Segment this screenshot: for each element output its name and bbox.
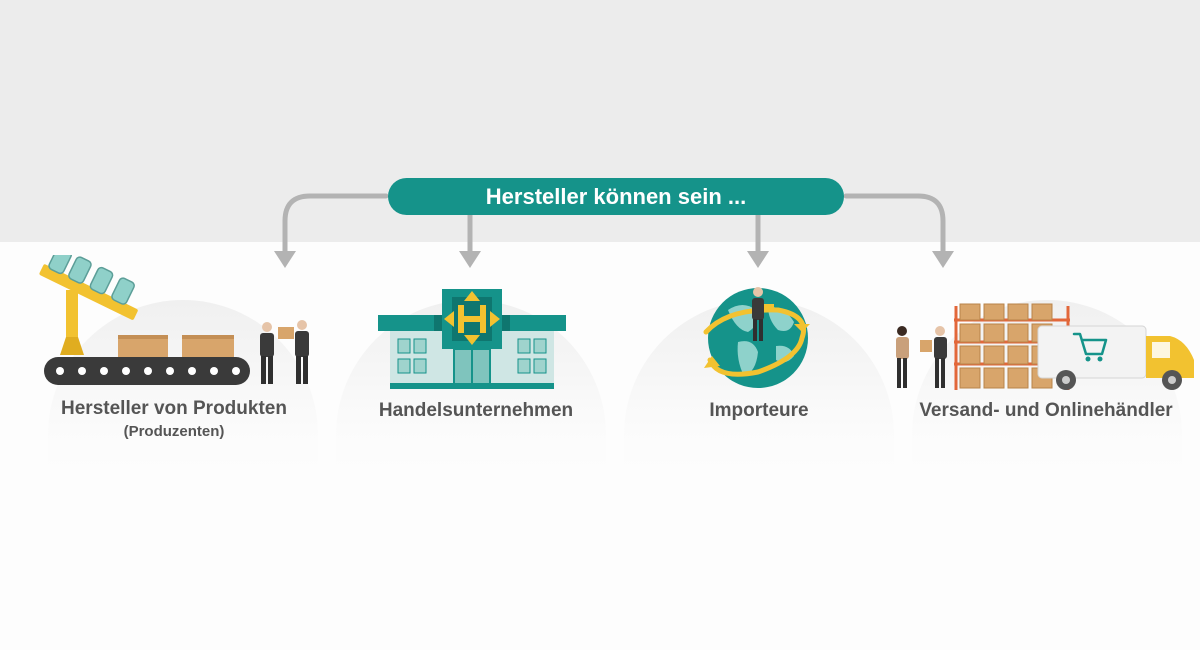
category-label-producers: Hersteller von Produkten: [61, 398, 287, 419]
warehouse-delivery-truck-icon: [896, 303, 1194, 390]
category-sublabel-producers: (Produzenten): [123, 423, 225, 440]
category-label-online: Versand- und Onlinehändler: [919, 400, 1173, 421]
category-label-retail: Handelsunternehmen: [378, 400, 574, 421]
category-label-importers: Importeure: [709, 400, 809, 421]
branch-arrows: [274, 193, 954, 268]
retail-store-icon: [378, 289, 566, 389]
arrow-to-producers: [282, 193, 389, 257]
header-title: Hersteller können sein ...: [388, 178, 844, 215]
globe-importer-icon: [703, 287, 810, 388]
arrow-to-online: [843, 193, 946, 257]
conveyor-factory-icon: [39, 255, 309, 385]
